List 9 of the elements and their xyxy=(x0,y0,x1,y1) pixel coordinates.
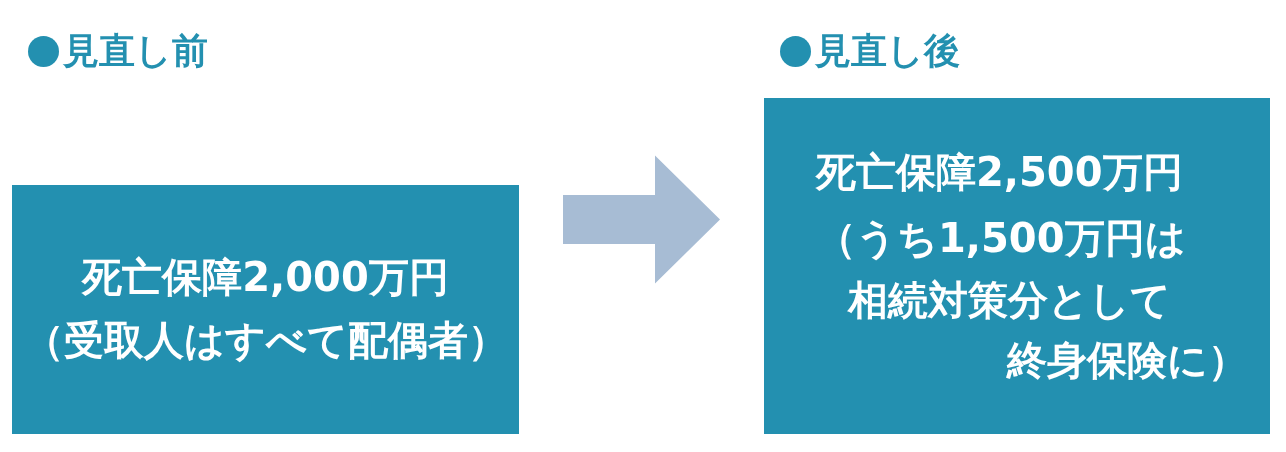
note-text: （受取人はすべて配偶者） xyxy=(23,316,508,364)
note-text: 終身保険に） xyxy=(1007,336,1248,384)
coverage-amount: 死亡保障2,500万円 xyxy=(816,148,1183,196)
section-heading: 見直し前 xyxy=(63,31,208,71)
arrow xyxy=(563,155,720,284)
note-text: （うち1,500万円は xyxy=(816,214,1186,262)
note-text: 相続対策分として xyxy=(848,276,1171,324)
coverage-amount: 死亡保障2,000万円 xyxy=(82,253,449,301)
section-heading: 見直し後 xyxy=(815,31,960,71)
